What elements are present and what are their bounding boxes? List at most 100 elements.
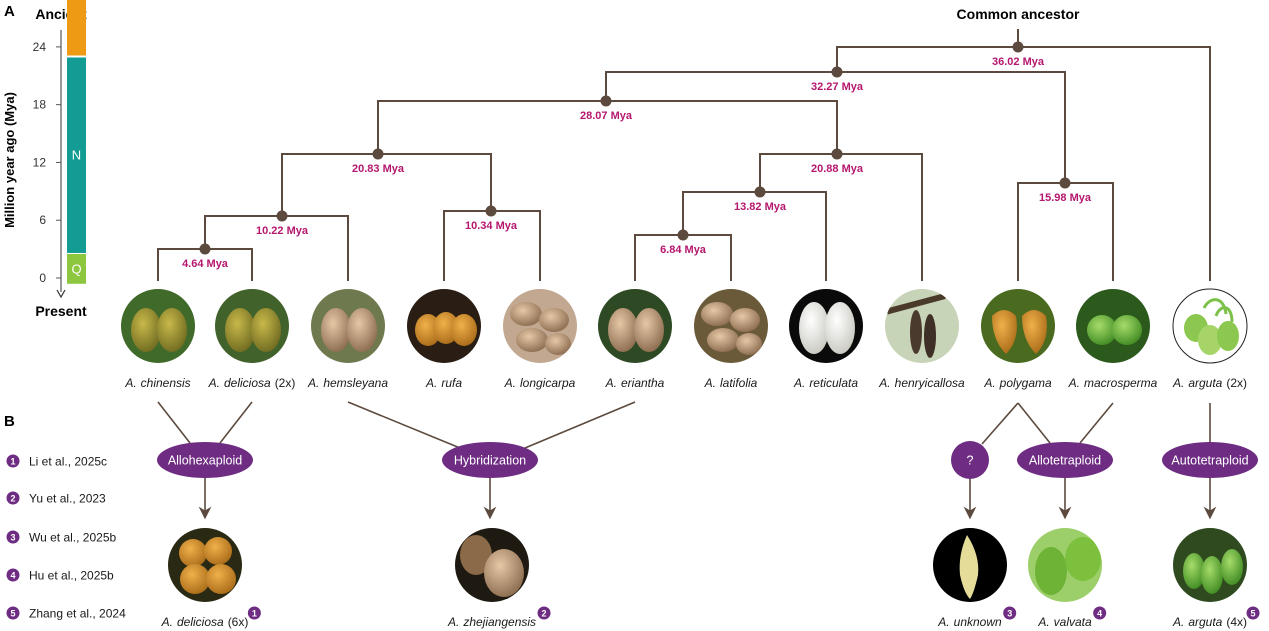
- product-genus: A.: [447, 615, 459, 629]
- input-line: [347, 401, 461, 449]
- product-genus: A.: [937, 615, 949, 629]
- reference-badge-number: 4: [1097, 608, 1102, 618]
- species-epithet: arguta: [1188, 376, 1222, 390]
- reference-badge: [1246, 606, 1260, 620]
- divergence-time-label: 15.98 Mya: [1039, 192, 1092, 204]
- species-photo: [694, 289, 768, 363]
- species-photo: [407, 289, 481, 363]
- species-epithet: macrosperma: [1084, 376, 1158, 390]
- event-ellipse: [1162, 442, 1258, 478]
- species-epithet: deliciosa: [224, 376, 271, 390]
- product-epithet: valvata: [1054, 615, 1092, 629]
- product-ploidy: (4x): [1226, 615, 1247, 629]
- reference-number: 5: [10, 608, 15, 618]
- species-epithet: polygama: [999, 376, 1052, 390]
- input-line: [981, 402, 1019, 445]
- species-genus: A.: [878, 376, 890, 390]
- divergence-node: [276, 210, 288, 222]
- event-ellipse: [1017, 442, 1113, 478]
- reference-number: 1: [10, 456, 15, 466]
- reference-citation: Yu et al., 2023: [29, 492, 106, 506]
- species-name: A. deliciosa (2x): [208, 376, 296, 390]
- event-label: Allohexaploid: [168, 454, 242, 468]
- species-ploidy: (2x): [275, 376, 296, 390]
- divergence-time-label: 13.82 Mya: [734, 201, 787, 213]
- species-name: A. arguta (2x): [1172, 376, 1247, 390]
- event-ellipse: [442, 442, 538, 478]
- event-label: Hybridization: [454, 454, 526, 468]
- species-genus: A.: [504, 376, 516, 390]
- species-epithet: hemsleyana: [323, 376, 388, 390]
- product-photo: [1028, 528, 1102, 602]
- time-axis-arrow-icon: [56, 289, 66, 299]
- species-photo: [885, 289, 959, 363]
- input-line: [157, 401, 191, 444]
- reference-number-badge: [6, 530, 20, 544]
- species-genus: A.: [425, 376, 437, 390]
- product-name: A.deliciosa(6x): [161, 615, 249, 629]
- species-name: A.henryicallosa: [878, 376, 965, 390]
- product-genus: A.: [1172, 615, 1184, 629]
- species-epithet: eriantha: [621, 376, 665, 390]
- input-line: [1017, 402, 1051, 444]
- axis-tick-label: 12: [33, 155, 47, 169]
- divergence-node: [677, 229, 689, 241]
- reference-citation: Hu et al., 2025b: [29, 569, 114, 583]
- species-photo: [121, 289, 195, 363]
- period-bar-n: [67, 57, 86, 253]
- species-name: A.eriantha: [605, 376, 665, 390]
- period-bar-p: [67, 0, 86, 56]
- species-epithet: longicarpa: [520, 376, 576, 390]
- event-label: ?: [967, 454, 974, 468]
- species-photo: [598, 289, 672, 363]
- species-row: A. chinensis A. deliciosa (2x) A. hemsleyana A.…: [121, 288, 1248, 390]
- divergence-time-label: 36.02 Mya: [992, 56, 1045, 68]
- input-line: [524, 401, 636, 449]
- divergence-time-label: 28.07 Mya: [580, 110, 633, 122]
- species-epithet: chinensis: [141, 376, 191, 390]
- product-photo: [1173, 528, 1247, 602]
- product-epithet: arguta: [1188, 615, 1222, 629]
- product-ploidy: (6x): [228, 615, 249, 629]
- reference-badge-number: 3: [1007, 608, 1012, 618]
- species-genus: A.: [1172, 376, 1184, 390]
- species-genus: A.: [1068, 376, 1080, 390]
- divergence-node: [600, 95, 612, 107]
- species-name: A. longicarpa: [504, 376, 576, 390]
- axis-tick-label: 24: [33, 40, 47, 54]
- panel-a-label: A: [4, 3, 15, 20]
- product-name: A.zhejiangensis: [447, 615, 536, 629]
- input-line: [219, 401, 253, 444]
- axis-tick-label: 0: [39, 271, 46, 285]
- product-name: A. arguta (4x): [1172, 615, 1247, 629]
- reference-citation: Wu et al., 2025b: [29, 531, 116, 545]
- reference-badge-number: 2: [542, 608, 547, 618]
- divergence-time-label: 20.83 Mya: [352, 163, 405, 175]
- divergence-node: [1059, 177, 1071, 189]
- species-ploidy: (2x): [1226, 376, 1247, 390]
- product-photo: [455, 528, 529, 602]
- divergence-node: [831, 66, 843, 78]
- divergence-node: [485, 205, 497, 217]
- input-line: [1079, 402, 1114, 444]
- species-genus: A.: [124, 376, 136, 390]
- product-name: A.unknown: [937, 615, 1002, 629]
- event-ellipse: [951, 441, 989, 479]
- divergence-node: [831, 148, 843, 160]
- divergence-time-label: 10.34 Mya: [465, 220, 518, 232]
- species-epithet: latifolia: [720, 376, 758, 390]
- axis-tick-label: 6: [39, 213, 46, 227]
- reference-number: 2: [10, 493, 15, 503]
- species-photo: [789, 289, 863, 363]
- divergence-time-label: 4.64 Mya: [182, 258, 229, 270]
- species-photo: [1076, 289, 1150, 363]
- product-genus: A.: [161, 615, 173, 629]
- species-genus: A.: [307, 376, 319, 390]
- species-name: A. macrosperma: [1068, 376, 1158, 390]
- product-name: A.valvata: [1037, 615, 1092, 629]
- reference-badge-number: 1: [252, 608, 257, 618]
- reference-number-badge: [6, 568, 20, 582]
- species-genus: A.: [208, 376, 220, 390]
